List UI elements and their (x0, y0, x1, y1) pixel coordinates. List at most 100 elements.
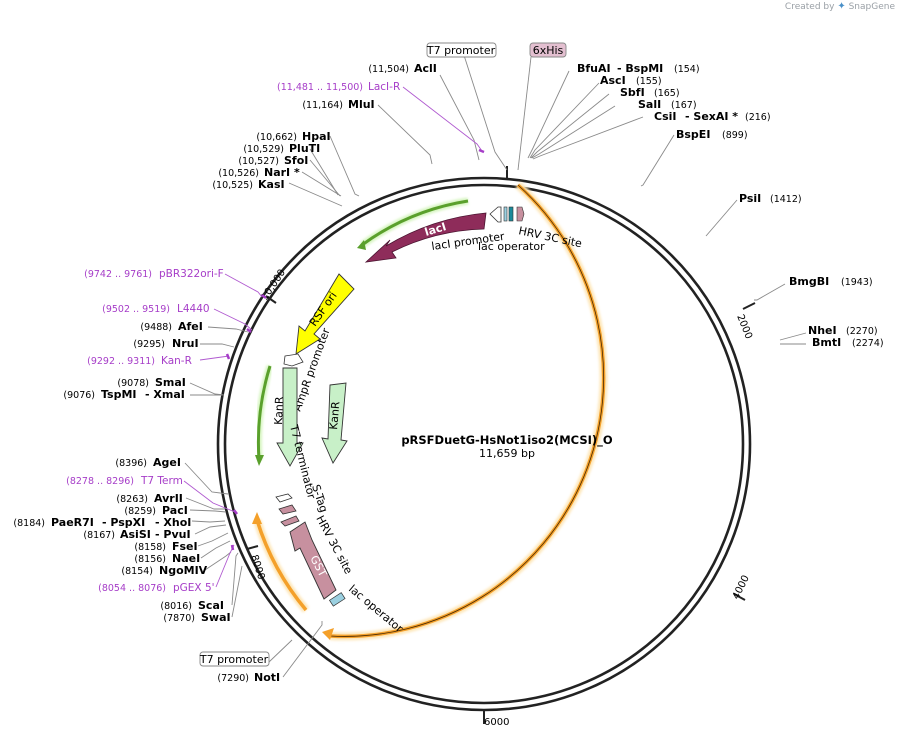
site-csii[interactable]: CsiI (654, 110, 676, 123)
site-noti[interactable]: NotI (254, 671, 280, 684)
site-pos-sbfi: (165) (654, 88, 680, 99)
site-pos-bmgbi: (1943) (841, 277, 873, 288)
site-smai[interactable]: SmaI (155, 376, 186, 389)
site-pspxi[interactable]: - PspXI (102, 516, 145, 529)
hrv-bottom-shape (278, 504, 297, 515)
site-bfuai[interactable]: BfuAI (577, 62, 611, 75)
site-nari[interactable]: NarI * (264, 166, 300, 179)
site-pos-sfoi: (10,527) (238, 156, 279, 167)
site-swai[interactable]: SwaI (201, 611, 231, 624)
site-bspmi[interactable]: - BspMI (617, 62, 663, 75)
tick-label-8000: 8000 (248, 554, 266, 582)
laci-feature[interactable]: lacI (364, 212, 487, 263)
site-sali[interactable]: SalI (638, 98, 661, 111)
site-pos-nari: (10,526) (218, 168, 259, 179)
site-pos-nhei: (2270) (846, 326, 878, 337)
site-pos-bfuai: (154) (674, 64, 700, 75)
site-sbfi[interactable]: SbfI (620, 86, 645, 99)
site-psii[interactable]: PsiI (739, 192, 761, 205)
s-tag-shape (275, 493, 293, 503)
tag-bottom-shape (280, 515, 300, 527)
site-bmgbi[interactable]: BmgBI (789, 275, 829, 288)
site-kasi[interactable]: KasI (258, 178, 285, 191)
sites-left: (9742 .. 9761) pBR322ori-F (9502 .. 9519… (63, 268, 223, 401)
site-agei[interactable]: AgeI (153, 456, 181, 469)
site-nhei[interactable]: NheI (808, 324, 837, 337)
site-xmai[interactable]: - XmaI (145, 388, 185, 401)
site-pos-asci: (155) (636, 76, 662, 87)
primer-pgex-5[interactable]: pGEX 5' (173, 582, 215, 594)
t7-promoter-top-label: T7 promoter (426, 44, 496, 57)
site-pos-paci: (8259) (124, 506, 156, 517)
lac-operator-bottom-shape (329, 592, 346, 607)
site-acli[interactable]: AclI (414, 62, 437, 75)
site-pluti[interactable]: PluTI (289, 142, 320, 155)
s-tag-label: S-Tag (309, 483, 330, 514)
site-nrui[interactable]: NruI (172, 337, 199, 350)
kanr-feature-2[interactable]: KanR (321, 382, 348, 464)
sites-top-left: (11,504) AclI (11,481 .. 11,500) LacI-R … (212, 62, 437, 191)
primer-laci-r[interactable]: LacI-R (368, 81, 400, 93)
kanr-2-label: KanR (327, 401, 342, 431)
leader-lines (183, 48, 807, 678)
site-pos-fsei: (8158) (134, 542, 166, 553)
site-pos-smai: (9078) (117, 378, 149, 389)
snapgene-logo-icon: ✦ (837, 1, 846, 12)
kanr-feature-1[interactable]: KanR (272, 367, 304, 467)
site-pos-csii: (216) (745, 112, 771, 123)
site-pos-acli: (11,504) (368, 64, 409, 75)
site-naei[interactable]: NaeI (172, 552, 200, 565)
site-hpai[interactable]: HpaI (302, 130, 331, 143)
site-pos-bmti: (2274) (852, 338, 884, 349)
site-scai[interactable]: ScaI (198, 599, 224, 612)
site-pos-scai: (8016) (160, 601, 192, 612)
primer-pbr322ori-f[interactable]: pBR322ori-F (159, 268, 224, 280)
primer-pos-kan-r: (9292 .. 9311) (87, 356, 155, 367)
site-pos-swai: (7870) (163, 613, 195, 624)
site-pos-tspmi: (9076) (63, 390, 95, 401)
site-avrii[interactable]: AvrII (154, 492, 183, 505)
site-pos-naei: (8156) (134, 554, 166, 565)
site-pos-bspei: (899) (722, 130, 748, 141)
site-fsei[interactable]: FseI (172, 540, 198, 553)
site-tspmi[interactable]: TspMI (101, 388, 137, 401)
primer-pos-l4440: (9502 .. 9519) (102, 304, 170, 315)
site-asci[interactable]: AscI (600, 74, 626, 87)
site-bspei[interactable]: BspEI (676, 128, 710, 141)
site-paci[interactable]: PacI (162, 504, 188, 517)
site-pos-mlui: (11,164) (302, 100, 343, 111)
tick-10000 (265, 295, 277, 304)
site-paer7i[interactable]: PaeR7I (51, 516, 94, 529)
primer-pos-t7-term: (8278 .. 8296) (66, 476, 134, 487)
site-ngomiv[interactable]: NgoMIV (159, 564, 208, 577)
primer-pos-laci-r: (11,481 .. 11,500) (277, 82, 363, 93)
site-pos-nrui: (9295) (133, 339, 165, 350)
site-pos-paer7i: (8184) (13, 518, 45, 529)
site-pos-noti: (7290) (217, 673, 249, 684)
sites-right: PsiI (1412) BmgBI (1943) NheI (2270) Bmt… (739, 192, 884, 349)
site-sfoi[interactable]: SfoI (284, 154, 308, 167)
tick-label-4000: 4000 (731, 574, 752, 602)
primer-l4440[interactable]: L4440 (177, 303, 210, 315)
primer-t7-term[interactable]: T7 Term (140, 475, 183, 487)
site-xhoi[interactable]: - XhoI (155, 516, 191, 529)
his-tag-box[interactable]: 6xHis (529, 42, 567, 58)
site-bmti[interactable]: BmtI (812, 336, 841, 349)
site-pvui[interactable]: - PvuI (155, 528, 191, 541)
primer-kan-r[interactable]: Kan-R (161, 355, 192, 367)
primer-pos-pbr322: (9742 .. 9761) (84, 269, 152, 280)
tick-label-6000: 6000 (484, 717, 509, 728)
site-asisi[interactable]: AsiSI (120, 528, 151, 541)
t7-promoter-top-box[interactable]: T7 promoter (426, 42, 497, 58)
snapgene-branding: Created by ✦ SnapGene (785, 1, 895, 12)
site-mlui[interactable]: MluI (348, 98, 375, 111)
t7-promoter-bottom-box[interactable]: T7 promoter (199, 651, 270, 667)
primer-pos-pgex: (8054 .. 8076) (98, 583, 166, 594)
tick-4000 (733, 593, 746, 601)
site-afei[interactable]: AfeI (178, 320, 203, 333)
his-tag-shape (508, 206, 514, 222)
site-sexai[interactable]: - SexAI * (685, 110, 738, 123)
site-pos-avrii: (8263) (116, 494, 148, 505)
hrv-site-shape (516, 206, 525, 222)
laci-label: lacI (423, 220, 448, 239)
